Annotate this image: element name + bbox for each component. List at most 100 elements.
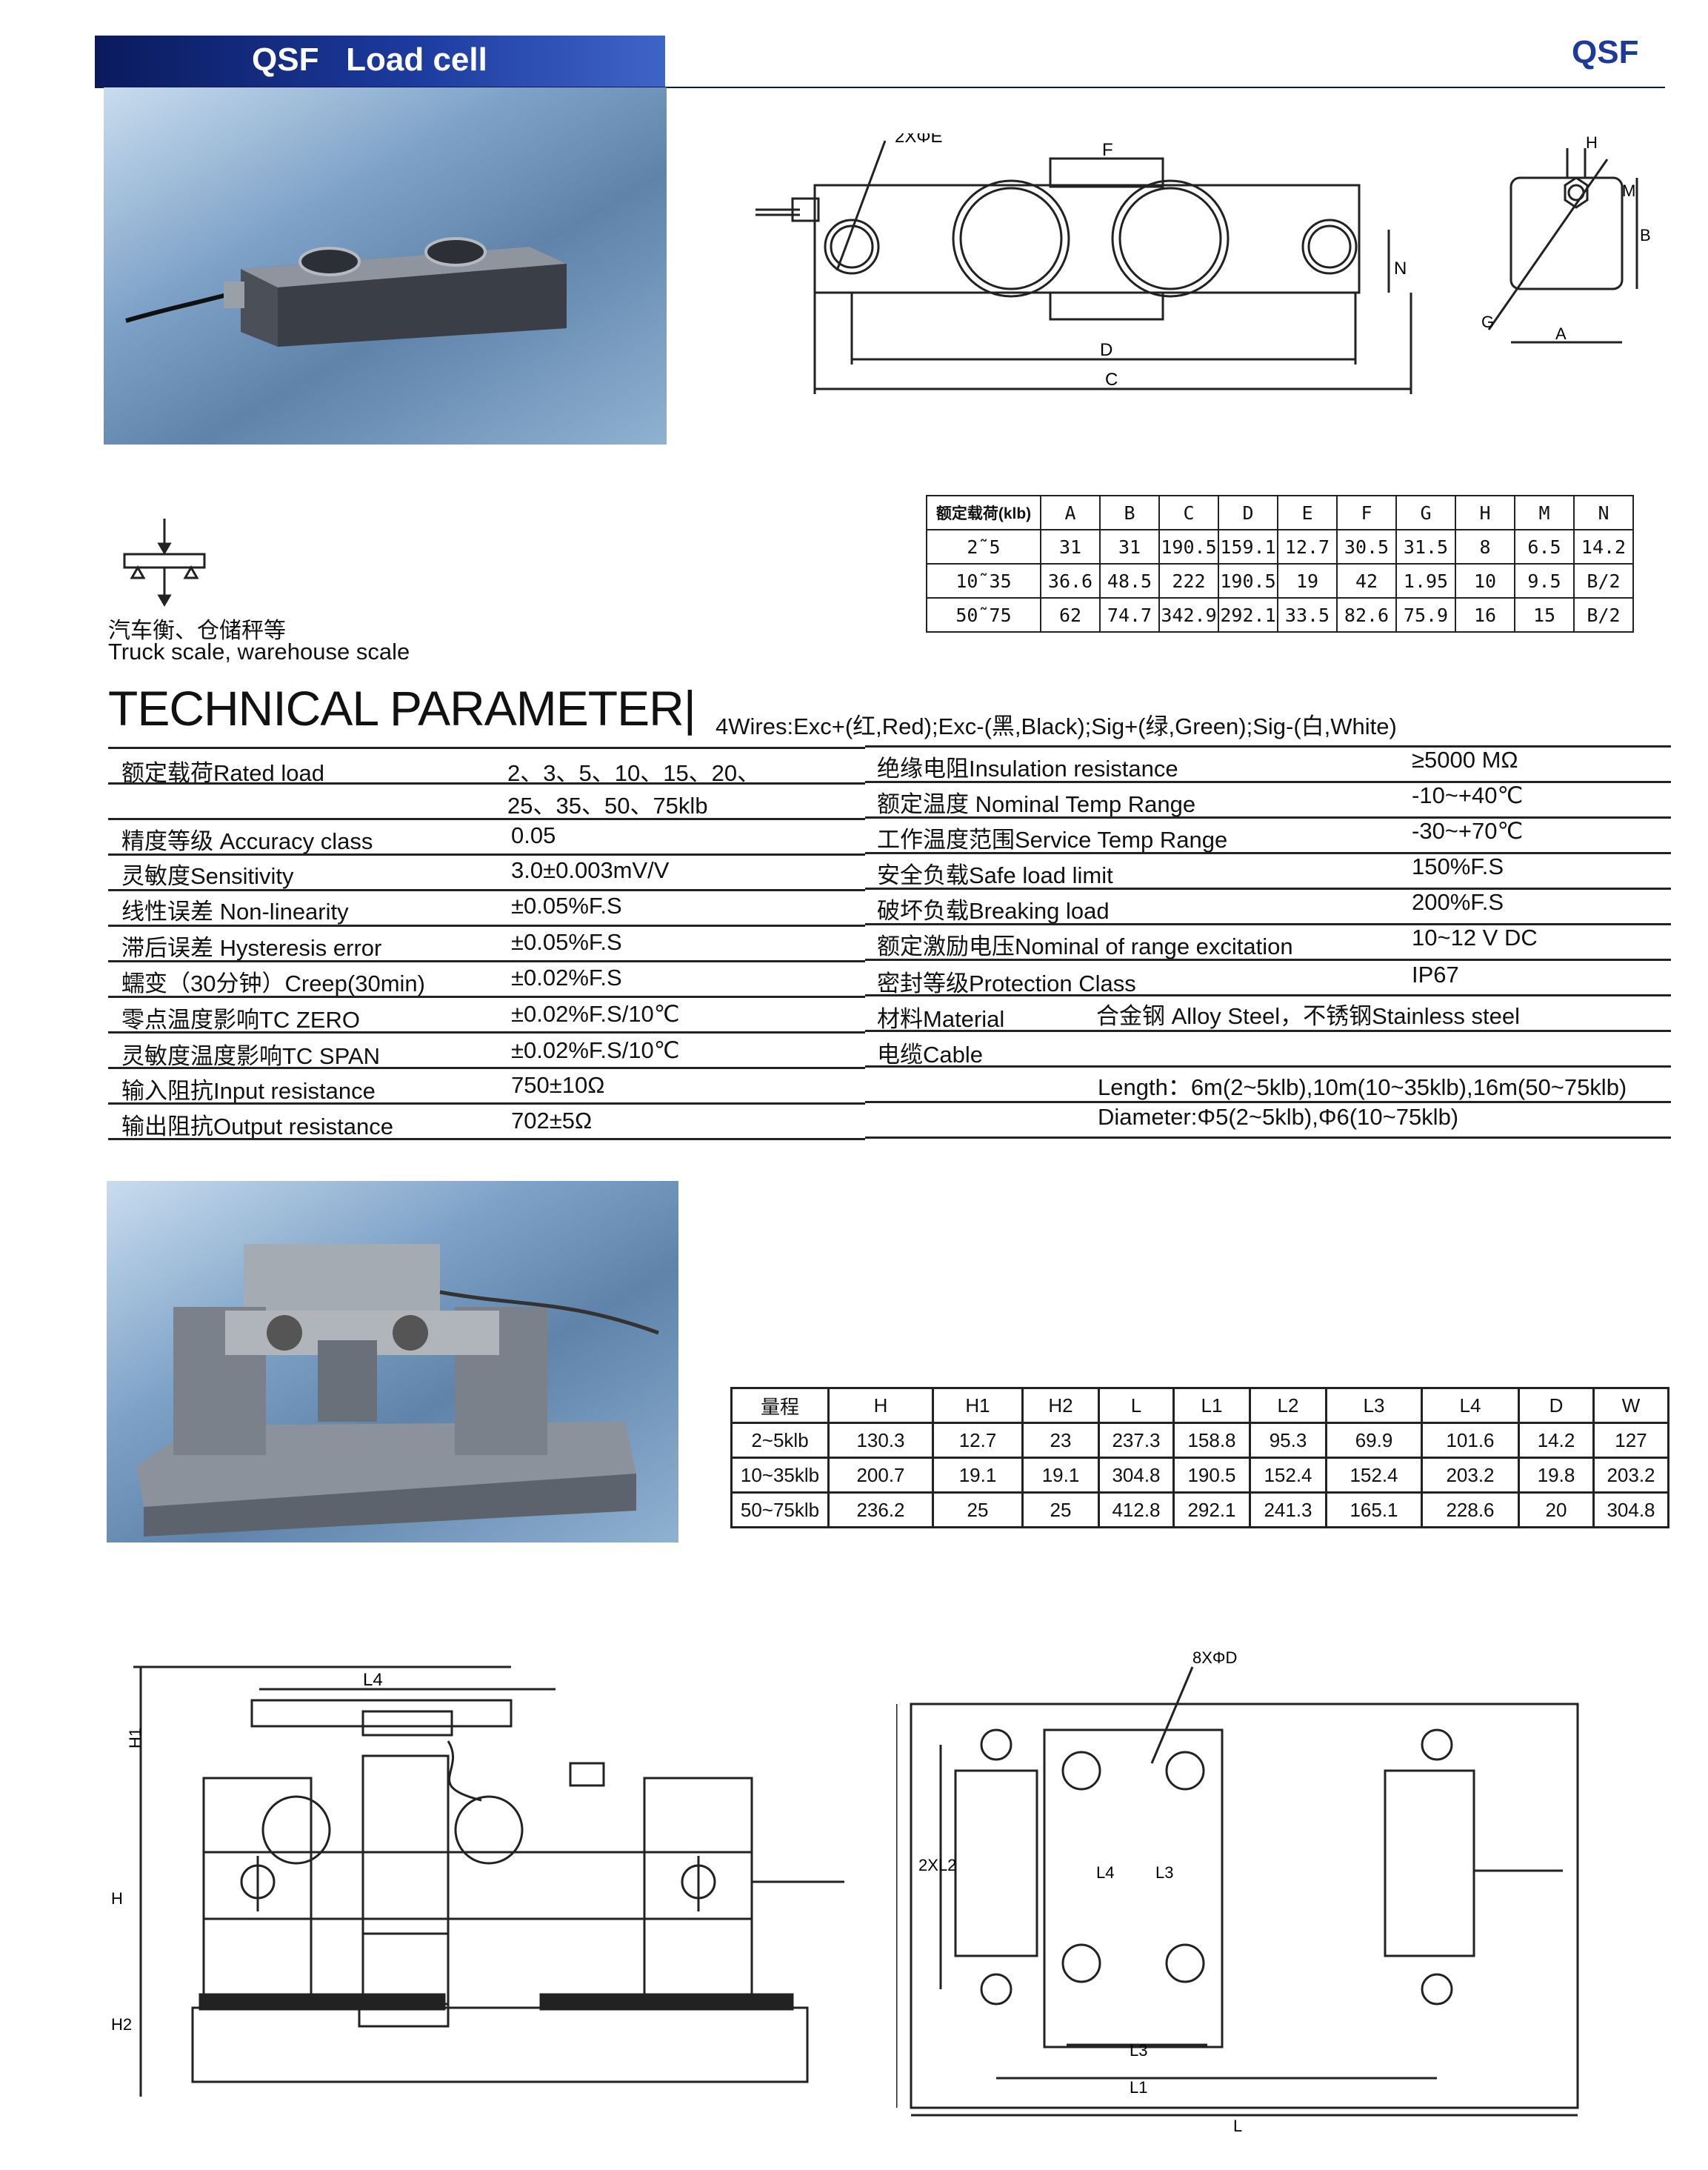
table-cell: B/2 — [1573, 597, 1634, 633]
table-cell: 412.8 — [1098, 1491, 1175, 1528]
table-header-cell: E — [1277, 495, 1338, 530]
table-cell: 33.5 — [1277, 597, 1338, 633]
row-divider — [865, 781, 1671, 783]
table-cell: 95.3 — [1249, 1422, 1327, 1459]
load-cell-dimension-drawing: 2XΦE F N D C — [755, 133, 1412, 394]
param-label: 线性误差 Non-linearity — [121, 899, 349, 925]
table-cell: 82.6 — [1336, 597, 1397, 633]
param-value: -10~+40℃ — [1412, 782, 1524, 808]
param-value: ±0.02%F.S/10℃ — [511, 1001, 680, 1027]
load-cell-photo — [104, 87, 667, 445]
param-label: 灵敏度Sensitivity — [121, 863, 294, 889]
row-divider — [865, 852, 1671, 854]
label-a: A — [1555, 324, 1567, 343]
label-h: H — [1586, 133, 1598, 152]
table-cell: 20 — [1518, 1491, 1595, 1528]
row-divider — [108, 1102, 865, 1105]
table-cell: 10~35klb — [730, 1457, 830, 1494]
table-cell: 190.5 — [1172, 1457, 1251, 1494]
row-divider — [865, 816, 1671, 819]
param-label: 输出阻抗Output resistance — [121, 1114, 393, 1139]
table-cell: 25 — [932, 1491, 1024, 1528]
table-header-cell: N — [1573, 495, 1634, 530]
row-divider — [865, 1136, 1671, 1139]
label-f: F — [1102, 140, 1113, 160]
label-l3-horiz: L3 — [1130, 2041, 1147, 2060]
table-cell: 292.1 — [1172, 1491, 1251, 1528]
table-cell: 14.2 — [1573, 529, 1634, 565]
label-d: D — [1100, 340, 1112, 360]
application-en: Truck scale, warehouse scale — [108, 639, 410, 665]
table-cell: 10 — [1455, 563, 1515, 599]
table-cell: 1.95 — [1395, 563, 1456, 599]
table-cell: 16 — [1455, 597, 1515, 633]
table-cell: 2~5klb — [730, 1422, 830, 1459]
wire-colors: 4Wires:Exc+(红,Red);Exc-(黑,Black);Sig+(绿,… — [715, 713, 1397, 739]
label-b: B — [1640, 226, 1651, 244]
page-title: QSF Load cell — [252, 41, 487, 78]
param-value: -30~+70℃ — [1412, 818, 1524, 844]
table-header-cell: H — [1455, 495, 1515, 530]
table-cell: 19.1 — [932, 1457, 1024, 1494]
table-cell: B/2 — [1573, 563, 1634, 599]
table-cell: 10˜35 — [926, 563, 1041, 599]
label-l4-side: L4 — [363, 1670, 383, 1690]
table-cell: 9.5 — [1514, 563, 1575, 599]
table-cell: 228.6 — [1421, 1491, 1520, 1528]
table-cell: 14.2 — [1518, 1422, 1595, 1459]
table-header-cell: H2 — [1021, 1387, 1100, 1424]
header-rule — [95, 87, 1665, 88]
table-header-cell: G — [1395, 495, 1456, 530]
param-label: 额定激励电压Nominal of range excitation — [877, 933, 1293, 959]
row-divider — [865, 888, 1671, 890]
label-l1: L1 — [1130, 2078, 1147, 2097]
param-label: 蠕变（30分钟）Creep(30min) — [121, 971, 425, 996]
param-value: ±0.02%F.S — [511, 965, 622, 991]
table-header-row: 量程 H H1 H2 L L1 L2 L3 L4 D W — [730, 1387, 1669, 1424]
application-zh: 汽车衡、仓储秤等 — [108, 619, 286, 643]
table-cell: 6.5 — [1514, 529, 1575, 565]
row-divider — [108, 1067, 865, 1069]
param-value: 25、35、50、75klb — [507, 793, 708, 819]
param-value: 702±5Ω — [511, 1108, 593, 1134]
row-divider — [108, 853, 865, 856]
table-cell: 30.5 — [1336, 529, 1397, 565]
param-label: 工作温度范围Service Temp Range — [877, 827, 1228, 853]
table-header-cell: 额定载荷(klb) — [926, 495, 1041, 530]
label-g: G — [1481, 313, 1494, 331]
header-banner — [95, 36, 665, 87]
label-l: L — [1233, 2117, 1242, 2135]
load-arrow-icon — [123, 519, 206, 607]
table-cell: 19.1 — [1021, 1457, 1100, 1494]
table-header-cell: F — [1336, 495, 1397, 530]
table-cell: 152.4 — [1325, 1457, 1423, 1494]
param-label: 破坏负载Breaking load — [877, 898, 1110, 924]
table-cell: 31 — [1040, 529, 1101, 565]
table-cell: 12.7 — [932, 1422, 1024, 1459]
label-l3-vert: L3 — [1155, 1863, 1173, 1882]
row-divider — [108, 1138, 865, 1140]
table-header-cell: B — [1099, 495, 1160, 530]
param-label: 灵敏度温度影响TC SPAN — [121, 1043, 381, 1069]
label-h2: H2 — [111, 2015, 132, 2034]
param-label: 密封等级Protection Class — [877, 971, 1136, 996]
param-value: ≥5000 MΩ — [1412, 747, 1518, 773]
table-cell: 75.9 — [1395, 597, 1456, 633]
row-divider — [108, 889, 865, 891]
table-header-cell: L3 — [1325, 1387, 1423, 1424]
table-header-cell: L1 — [1172, 1387, 1251, 1424]
table-cell: 31.5 — [1395, 529, 1456, 565]
table-cell: 342.9 — [1158, 597, 1219, 633]
table-cell: 127 — [1592, 1422, 1669, 1459]
table-cell: 50~75klb — [730, 1491, 830, 1528]
mounting-kit-illustration — [136, 1244, 659, 1537]
mounting-kit-photo — [107, 1181, 678, 1542]
table-cell: 200.7 — [827, 1457, 934, 1494]
load-cell-end-view: H M B G A — [1481, 133, 1651, 344]
param-label: 额定载荷Rated load — [121, 760, 324, 786]
